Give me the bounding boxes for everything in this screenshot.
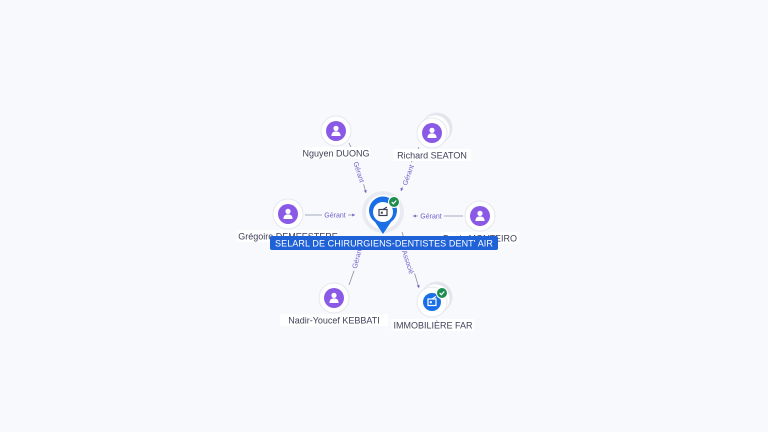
node-gregoire[interactable] <box>272 198 304 230</box>
person-icon-head <box>477 210 483 216</box>
edge-label-group: Gérant <box>418 211 444 221</box>
node-label-text: Nguyen DUONG <box>302 149 369 159</box>
person-icon-head <box>333 125 339 131</box>
edge-label-bg <box>398 161 417 189</box>
node-label-text: IMMOBILIÈRE FAR <box>393 321 473 331</box>
person-icon-bg <box>470 206 490 226</box>
node-label-bg <box>393 149 471 161</box>
person-icon-head <box>285 208 291 214</box>
edge-arrow <box>363 189 367 193</box>
node-immo[interactable] <box>416 281 453 318</box>
node-label-immo: IMMOBILIÈRE FAR <box>391 319 475 331</box>
edge-label: Gérant <box>324 213 345 220</box>
node-nadir[interactable] <box>318 282 350 314</box>
person-icon-body <box>475 216 485 221</box>
edge-label-group: Gérant <box>322 210 348 220</box>
node-label-nadir: Nadir-Youcef KEBBATI <box>280 314 388 326</box>
company-icon-roof <box>382 206 388 211</box>
edge-label-bg <box>322 210 348 219</box>
edge-arrow <box>400 187 404 191</box>
company-icon <box>423 293 441 311</box>
person-icon-head <box>429 127 435 133</box>
node-label-bg <box>280 314 388 326</box>
edge-label-bg <box>400 248 417 276</box>
node-label-text: Richard SEATON <box>397 151 467 161</box>
verified-check-bg <box>389 197 399 207</box>
edge-arrow <box>416 284 420 288</box>
edge-label-bg <box>418 211 444 220</box>
edge-label-group: Associé <box>400 248 417 276</box>
center-label-bg <box>270 236 498 250</box>
center-node[interactable] <box>362 191 404 234</box>
node-label-text: Nadir-Youcef KEBBATI <box>288 316 380 326</box>
edge-label: Gérant <box>351 161 364 184</box>
company-icon-bg <box>423 293 441 311</box>
edge-label-bg <box>351 158 368 186</box>
edge-arrow <box>413 214 416 218</box>
edge-label-group: Gérant <box>351 158 368 186</box>
person-icon-body <box>331 131 341 136</box>
person-icon-bg <box>422 123 442 143</box>
node-monteiro[interactable] <box>464 200 496 232</box>
node-richard[interactable] <box>416 112 453 149</box>
person-icon-head <box>331 292 337 298</box>
node-label-richard: Richard SEATON <box>393 149 471 161</box>
person-icon <box>326 121 346 141</box>
person-icon <box>324 288 344 308</box>
verified-check-icon <box>388 196 400 208</box>
node-label-bg <box>391 319 475 331</box>
person-icon-body <box>427 133 437 138</box>
company-icon-window <box>380 211 383 214</box>
edge-gregoire: Gérant <box>305 210 355 220</box>
company-icon-window <box>429 301 432 304</box>
person-icon <box>470 206 490 226</box>
person-icon-body <box>329 298 339 303</box>
center-label-text: SELARL DE CHIRURGIENS-DENTISTES DENT' AI… <box>275 239 493 249</box>
pin-inner <box>373 202 393 222</box>
nodes-layer <box>272 112 496 318</box>
center-label: SELARL DE CHIRURGIENS-DENTISTES DENT' AI… <box>270 236 498 250</box>
verified-check-mark <box>391 200 397 205</box>
node-label-bg <box>302 147 370 159</box>
edge-label: Gérant <box>352 247 364 270</box>
edge-label: Gérant <box>420 214 441 221</box>
node-nguyen[interactable] <box>320 115 352 147</box>
edge-label-group: Gérant <box>398 161 417 189</box>
person-icon <box>422 123 442 143</box>
person-icon-body <box>283 214 293 219</box>
verified-check-icon <box>436 287 448 299</box>
company-icon-roof <box>431 295 437 300</box>
edge-arrow <box>352 213 355 217</box>
person-icon-bg <box>326 121 346 141</box>
edge-label-bg <box>348 244 365 272</box>
edge-monteiro: Gérant <box>413 211 463 221</box>
person-icon <box>278 204 298 224</box>
verified-check-bg <box>437 288 447 298</box>
node-label-nguyen: Nguyen DUONG <box>302 147 370 159</box>
person-icon-bg <box>324 288 344 308</box>
person-icon-bg <box>278 204 298 224</box>
company-icon <box>378 206 388 217</box>
verified-check-mark <box>439 291 445 296</box>
